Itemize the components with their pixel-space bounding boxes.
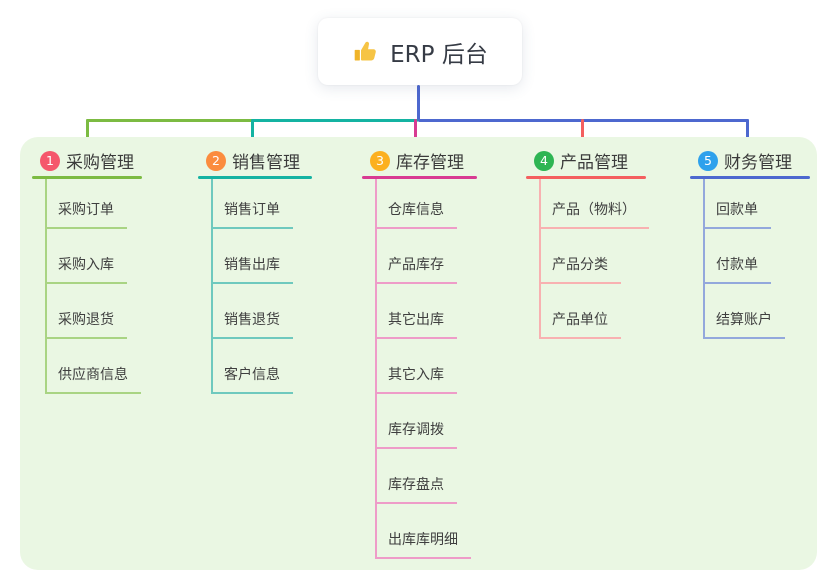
- branches-panel: [20, 137, 817, 570]
- child-node-label: 供应商信息: [45, 364, 141, 394]
- child-node-label: 仓库信息: [375, 199, 457, 229]
- child-node-label: 出库库明细: [375, 529, 471, 559]
- child-node-label: 客户信息: [211, 364, 293, 394]
- branch-title: 产品管理: [560, 153, 628, 173]
- child-node[interactable]: 采购退货: [45, 284, 142, 339]
- branch-inventory-header[interactable]: 3 库存管理: [362, 148, 477, 173]
- child-node[interactable]: 其它出库: [375, 284, 477, 339]
- branch-underline: [690, 176, 810, 179]
- branch-badge: 1: [40, 150, 60, 171]
- branch-badge: 5: [698, 150, 718, 171]
- child-node[interactable]: 客户信息: [211, 339, 312, 394]
- branch-finance: 5 财务管理 回款单 付款单 结算账户: [690, 148, 810, 339]
- child-node-label: 销售订单: [211, 199, 293, 229]
- child-node[interactable]: 销售订单: [211, 179, 312, 229]
- connector-branch-1: [86, 119, 253, 122]
- drop-branch-3: [414, 119, 417, 146]
- child-node[interactable]: 产品单位: [539, 284, 646, 339]
- child-node[interactable]: 结算账户: [703, 284, 810, 339]
- child-node-label: 其它入库: [375, 364, 457, 394]
- branch-children: 仓库信息 产品库存 其它出库 其它入库 库存调拨 库存盘点 出库库明细: [362, 179, 477, 559]
- child-node[interactable]: 销售退货: [211, 284, 312, 339]
- child-node[interactable]: 供应商信息: [45, 339, 142, 394]
- child-node[interactable]: 产品分类: [539, 229, 646, 284]
- child-node-label: 采购订单: [45, 199, 127, 229]
- child-node-label: 回款单: [703, 199, 771, 229]
- branch-finance-header[interactable]: 5 财务管理: [690, 148, 810, 173]
- child-node-label: 结算账户: [703, 309, 785, 339]
- root-stem-connector: [417, 85, 420, 121]
- child-node-label: 产品（物料）: [539, 199, 649, 229]
- branch-children: 产品（物料） 产品分类 产品单位: [526, 179, 649, 339]
- child-node-label: 库存盘点: [375, 474, 457, 504]
- child-node[interactable]: 采购订单: [45, 179, 142, 229]
- branch-product: 4 产品管理 产品（物料） 产品分类 产品单位: [526, 148, 649, 339]
- child-node-label: 产品单位: [539, 309, 621, 339]
- child-node[interactable]: 回款单: [703, 179, 810, 229]
- branch-underline: [526, 176, 646, 179]
- child-node[interactable]: 库存调拨: [375, 394, 477, 449]
- child-node[interactable]: 仓库信息: [375, 179, 477, 229]
- child-node-label: 销售退货: [211, 309, 293, 339]
- child-node[interactable]: 产品（物料）: [539, 179, 649, 229]
- branch-title: 库存管理: [396, 153, 464, 173]
- child-node-label: 产品分类: [539, 254, 621, 284]
- child-node-label: 销售出库: [211, 254, 293, 284]
- branch-badge: 4: [534, 150, 554, 171]
- child-node-label: 采购入库: [45, 254, 127, 284]
- child-node[interactable]: 销售出库: [211, 229, 312, 284]
- branch-purchase: 1 采购管理 采购订单 采购入库 采购退货 供应商信息: [32, 148, 142, 394]
- branch-children: 采购订单 采购入库 采购退货 供应商信息: [32, 179, 142, 394]
- child-node-label: 付款单: [703, 254, 771, 284]
- branch-children: 销售订单 销售出库 销售退货 客户信息: [198, 179, 312, 394]
- child-node[interactable]: 其它入库: [375, 339, 477, 394]
- branch-underline: [362, 176, 477, 179]
- drop-branch-5: [746, 119, 749, 146]
- child-node-label: 其它出库: [375, 309, 457, 339]
- branch-title: 财务管理: [724, 153, 792, 173]
- drop-branch-4: [581, 119, 584, 146]
- connector-branch-2: [251, 119, 418, 122]
- child-node-label: 库存调拨: [375, 419, 457, 449]
- child-node[interactable]: 采购入库: [45, 229, 142, 284]
- branch-underline: [32, 176, 142, 179]
- branch-underline: [198, 176, 312, 179]
- branch-children: 回款单 付款单 结算账户: [690, 179, 810, 339]
- child-node[interactable]: 付款单: [703, 229, 810, 284]
- child-node-label: 采购退货: [45, 309, 127, 339]
- branch-purchase-header[interactable]: 1 采购管理: [32, 148, 142, 173]
- child-node[interactable]: 库存盘点: [375, 449, 477, 504]
- child-node[interactable]: 出库库明细: [375, 504, 477, 559]
- branch-sales: 2 销售管理 销售订单 销售出库 销售退货 客户信息: [198, 148, 312, 394]
- branch-sales-header[interactable]: 2 销售管理: [198, 148, 312, 173]
- drop-branch-1: [86, 119, 89, 146]
- root-node-title: ERP 后台: [390, 41, 488, 68]
- branch-badge: 2: [206, 150, 226, 171]
- branch-inventory: 3 库存管理 仓库信息 产品库存 其它出库 其它入库 库存调拨 库存盘点 出库库…: [362, 148, 477, 559]
- thumbs-up-icon: [352, 38, 379, 65]
- child-node-label: 产品库存: [375, 254, 457, 284]
- drop-branch-2: [251, 119, 254, 146]
- branch-title: 销售管理: [232, 153, 300, 173]
- branch-badge: 3: [370, 150, 390, 171]
- branch-title: 采购管理: [66, 153, 134, 173]
- root-node[interactable]: ERP 后台: [318, 18, 522, 85]
- child-node[interactable]: 产品库存: [375, 229, 477, 284]
- branch-product-header[interactable]: 4 产品管理: [526, 148, 646, 173]
